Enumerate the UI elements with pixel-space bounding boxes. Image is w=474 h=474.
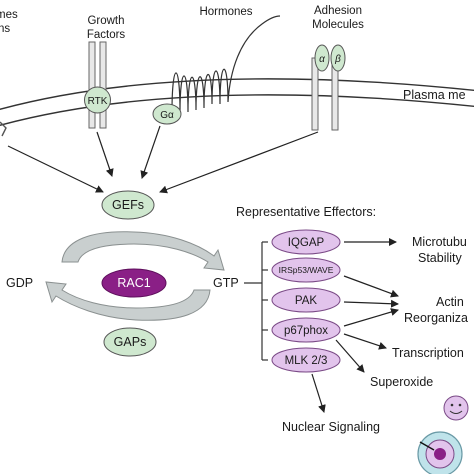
gefs-node [101, 190, 155, 220]
nucleus-icon [417, 431, 463, 474]
effector-iqgap [271, 229, 341, 255]
arrow-p67phox-to-actin [343, 308, 399, 327]
g-alpha-label: Gα [160, 110, 174, 121]
effector-irsp53-wave-label: IRSp53/WAVE [279, 265, 334, 275]
microtubule-label-2: Stability [418, 251, 463, 265]
rtk-label: RTK [88, 96, 108, 107]
g-alpha-protein [152, 103, 182, 125]
left-receptor [0, 121, 7, 137]
arrow-wave-to-actin [343, 275, 399, 298]
adhesion-label-1: Adhesion [314, 5, 362, 17]
gaps-node [103, 327, 157, 357]
integrin-receptor [311, 44, 346, 131]
gtp-label: GTP [213, 276, 239, 290]
superoxide-label: Superoxide [370, 375, 433, 389]
growth-factors-label-1: Growth [87, 15, 124, 27]
gtp-effector-bracket [244, 241, 268, 361]
effectors-title: Representative Effectors: [236, 205, 376, 219]
adhesion-label-2: Molecules [312, 19, 364, 31]
arrow-pak-to-actin [343, 299, 399, 308]
arrow-mlk-to-nuclear [311, 373, 326, 413]
hormones-label: Hormones [199, 6, 252, 18]
arrow-rtk-to-gefs [96, 131, 114, 177]
left-receptor-label-1: mes [0, 9, 18, 21]
gefs-label: GEFs [112, 198, 144, 212]
actin-label-1: Actin [436, 295, 464, 309]
rtk-receptor [84, 41, 111, 129]
arrow-galpha-to-gefs [140, 125, 161, 179]
effector-iqgap-label: IQGAP [288, 237, 325, 249]
plasma-membrane [0, 78, 474, 127]
transcription-label: Transcription [392, 346, 464, 360]
effector-mlk23-label: MLK 2/3 [285, 355, 328, 367]
growth-factors-label-2: Factors [87, 29, 126, 41]
rac1-label: RAC1 [117, 276, 150, 290]
arrow-p67phox-to-transcription [343, 333, 387, 350]
arrow-left-to-gefs [7, 145, 104, 193]
effector-p67phox [271, 317, 341, 343]
gpcr-receptor [171, 15, 281, 113]
microtubule-label-1: Microtubu [412, 235, 467, 249]
effector-pak-label: PAK [295, 295, 317, 307]
effector-irsp53-wave [271, 257, 341, 283]
cycle-arrow-activation [61, 231, 225, 271]
superoxide-face-icon [443, 395, 469, 421]
gaps-label: GAPs [114, 335, 147, 349]
integrin-beta-label: β [334, 54, 341, 65]
plasma-membrane-label: Plasma me [403, 88, 466, 102]
effector-mlk23 [271, 347, 341, 373]
gtpase-cycle [45, 231, 225, 321]
arrow-p67phox-to-superoxide [335, 339, 365, 373]
cycle-arrow-inactivation [45, 281, 211, 321]
left-receptor-label-2: ns [0, 23, 10, 35]
actin-label-2: Reorganiza [404, 311, 468, 325]
effector-pak [271, 287, 341, 313]
arrow-integrin-to-gefs [159, 131, 319, 194]
integrin-alpha-label: α [319, 54, 325, 65]
nuclear-signaling-label: Nuclear Signaling [282, 420, 380, 434]
gdp-label: GDP [6, 276, 33, 290]
effector-p67phox-label: p67phox [284, 325, 328, 337]
rac1-node [101, 268, 167, 298]
